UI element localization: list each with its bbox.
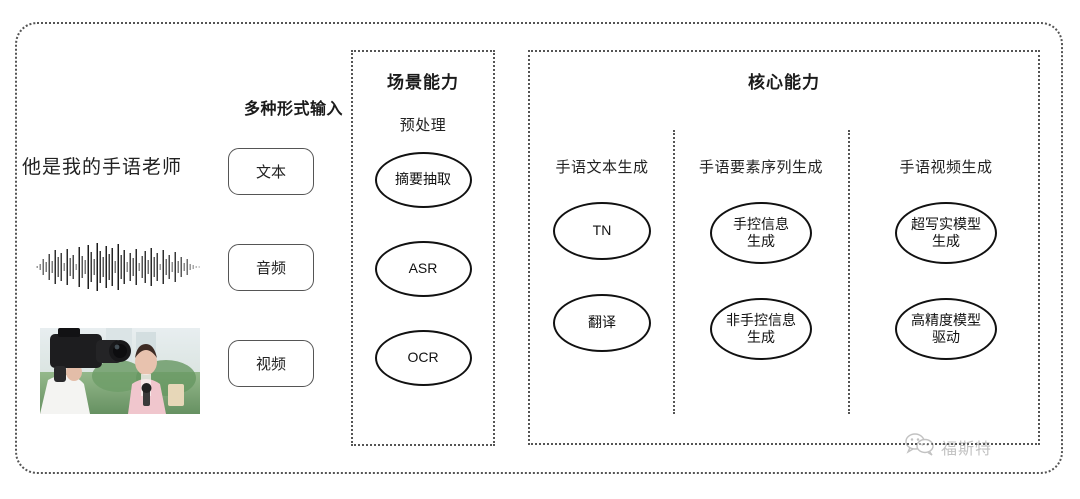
scene-capability-title: 场景能力 <box>387 73 459 92</box>
core-column-header-0: 手语文本生成 <box>555 159 649 176</box>
core-node-tn[interactable]: TN <box>553 202 651 260</box>
core-column-2-node-list: 超写实模型生成 高精度模型驱动 <box>852 202 1040 360</box>
waveform-icon <box>35 237 203 297</box>
input-panel: 多种形式输入 他是我的手语老师 <box>22 95 343 415</box>
input-modality-audio-label: 音频 <box>255 260 286 277</box>
input-modality-text-label: 文本 <box>255 164 286 181</box>
scene-node-ocr[interactable]: OCR <box>374 330 472 386</box>
core-column-header-2: 手语视频生成 <box>899 159 993 176</box>
video-thumbnail-icon <box>40 328 200 414</box>
core-column-divider-1 <box>673 130 675 414</box>
core-column-sign-element-sequence: 手语要素序列生成 手控信息生成 非手控信息生成 <box>676 156 846 394</box>
input-modality-text[interactable]: 文本 <box>228 148 314 195</box>
watermark: 福斯特 <box>905 432 992 461</box>
wechat-icon <box>905 432 935 461</box>
core-column-header-1: 手语要素序列生成 <box>698 159 823 176</box>
input-modality-video-label: 视频 <box>255 356 286 373</box>
scene-capability-node-list: 摘要抽取 ASR OCR <box>353 152 493 419</box>
core-node-translation[interactable]: 翻译 <box>553 294 651 352</box>
core-column-divider-2 <box>848 130 850 414</box>
core-column-0-node-list: TN 翻译 <box>532 202 672 352</box>
core-column-1-node-list: 手控信息生成 非手控信息生成 <box>676 202 846 360</box>
core-node-manual-info-generation[interactable]: 手控信息生成 <box>710 202 812 264</box>
core-capability-panel: 核心能力 手语文本生成 TN 翻译 手语要素序列生成 手控信息生成 非手控信息生… <box>528 50 1040 445</box>
scene-node-summary[interactable]: 摘要抽取 <box>374 152 472 208</box>
core-node-highprecision-model-driving[interactable]: 高精度模型驱动 <box>895 298 997 360</box>
core-column-sign-video-generation: 手语视频生成 超写实模型生成 高精度模型驱动 <box>852 156 1040 394</box>
scene-node-asr[interactable]: ASR <box>374 241 472 297</box>
core-column-sign-text-generation: 手语文本生成 TN 翻译 <box>532 156 672 386</box>
scene-capability-subtitle: 预处理 <box>399 117 447 134</box>
sample-input-text: 他是我的手语老师 <box>22 157 183 178</box>
scene-capability-panel: 场景能力 预处理 摘要抽取 ASR OCR <box>351 50 495 446</box>
core-node-hyperrealistic-model-generation[interactable]: 超写实模型生成 <box>895 202 997 264</box>
core-node-nonmanual-info-generation[interactable]: 非手控信息生成 <box>710 298 812 360</box>
multi-input-label: 多种形式输入 <box>244 101 344 118</box>
watermark-text: 福斯特 <box>941 440 993 458</box>
input-modality-audio[interactable]: 音频 <box>228 244 314 291</box>
diagram-outer-frame <box>15 22 1063 474</box>
core-capability-title: 核心能力 <box>748 73 820 92</box>
input-modality-video[interactable]: 视频 <box>228 340 314 387</box>
